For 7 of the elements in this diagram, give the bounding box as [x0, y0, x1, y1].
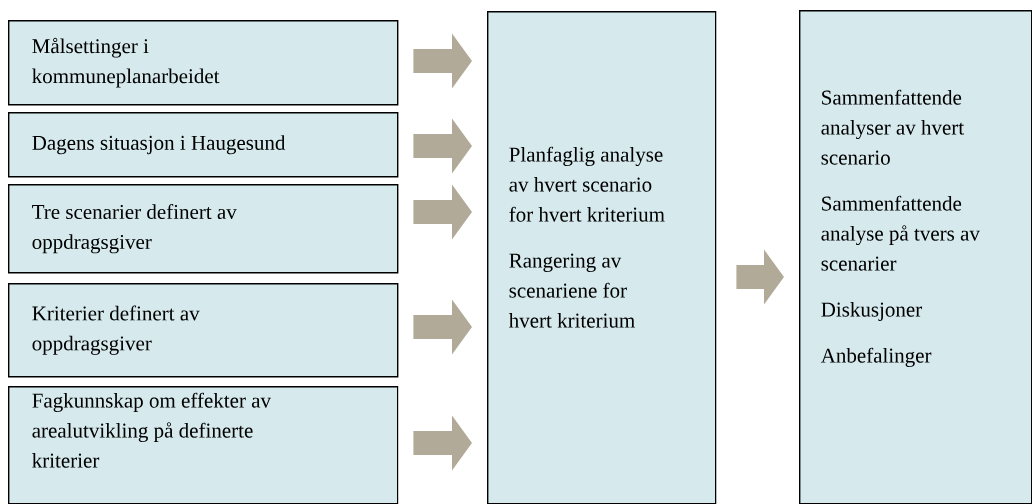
text-box: Kriterier definert av oppdragsgiver — [8, 283, 399, 378]
text-box: Sammenfattende analyser av hvert scenario Sammenfattende analyse på tvers av scenarier Diskusjoner Anbefalinger — [799, 10, 1032, 504]
text-box: Tre scenarier definert av oppdragsgiver — [8, 184, 399, 274]
text-box: Fagkunnskap om effekter av arealutvikling på definerte kriterier — [8, 386, 399, 504]
text-box: Planfaglig analyse av hvert scenario for hvert kriterium Rangering av scenariene for hvert kriterium — [487, 11, 717, 504]
text-box: Målsettinger i kommuneplanarbeidet — [8, 20, 399, 106]
text-box: Dagens situasjon i Haugesund — [8, 112, 399, 178]
